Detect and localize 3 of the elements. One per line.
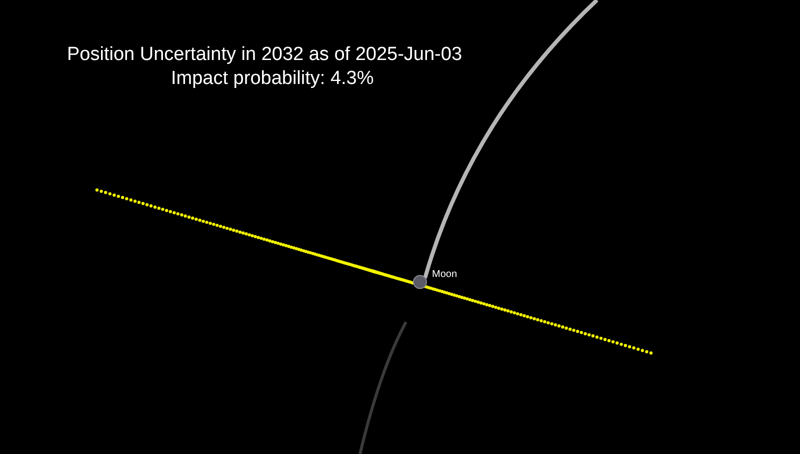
title: Position Uncertainty in 2032 as of 2025-Jun-03 bbox=[67, 44, 462, 66]
moon-label: Moon bbox=[432, 269, 458, 280]
probability-text: Impact probability: 4.3% bbox=[171, 68, 374, 90]
